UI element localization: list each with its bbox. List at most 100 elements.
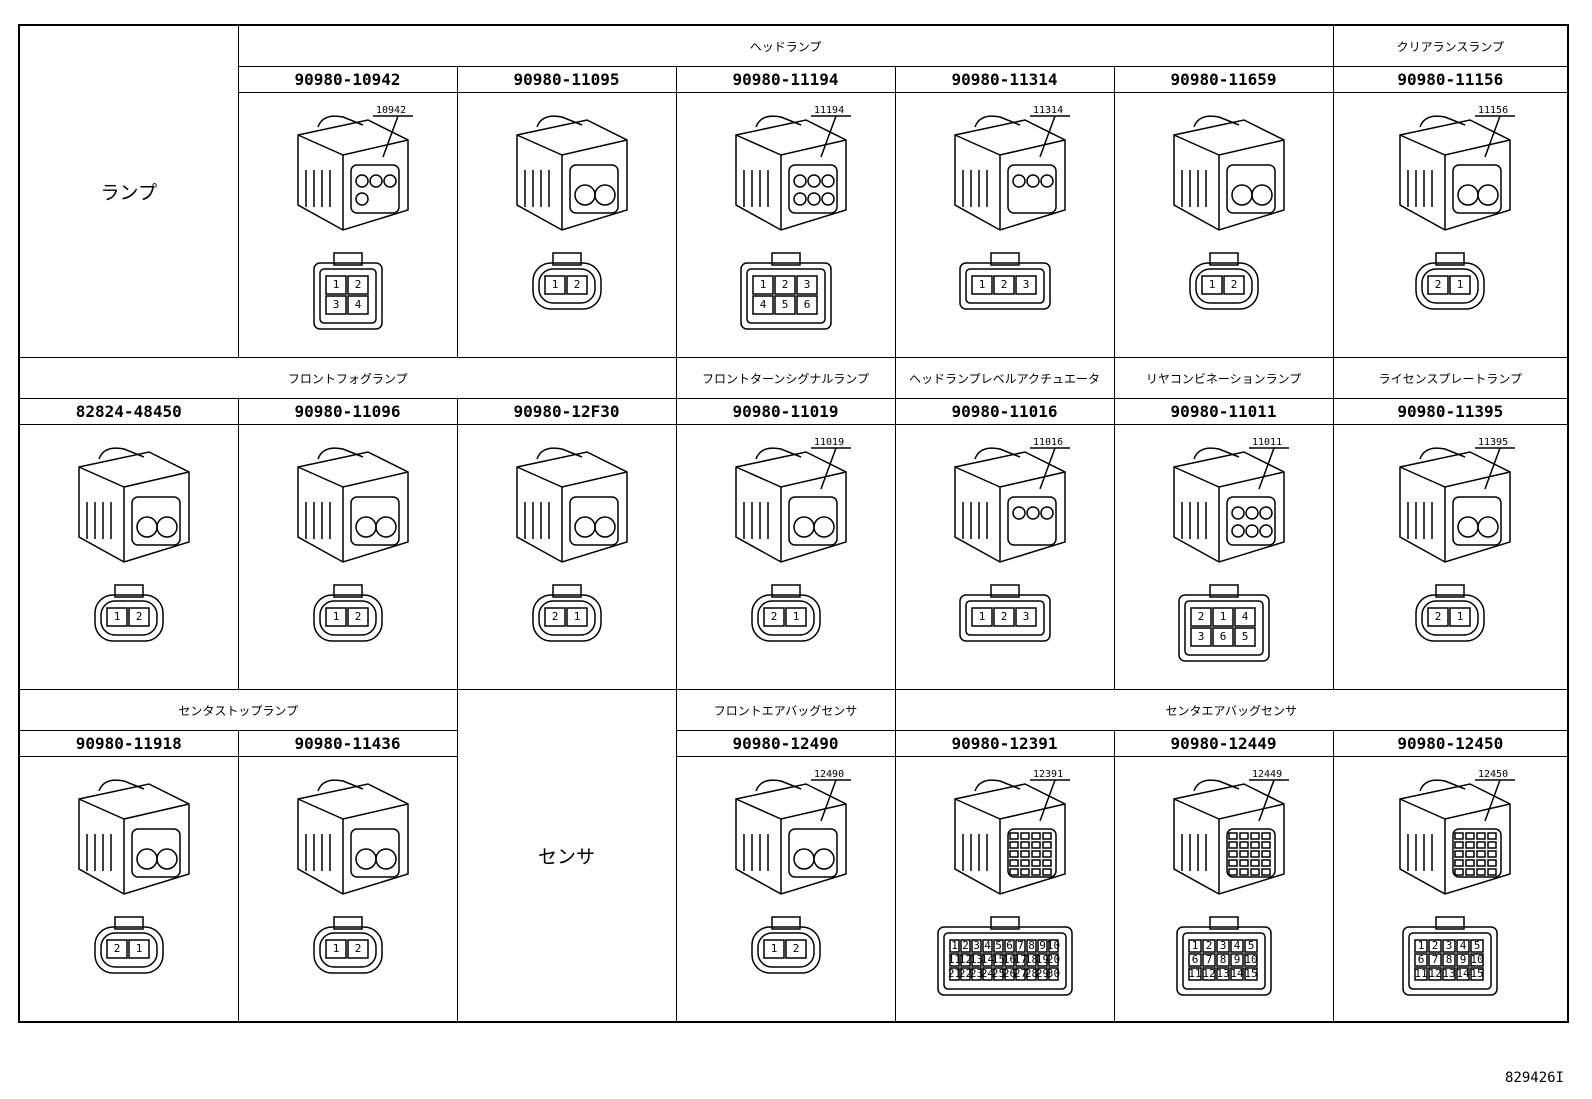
pin-number: 20 [1046,953,1059,966]
pin-cell [106,607,128,627]
pin-number: 17 [1013,953,1026,966]
group-heading: クリアランスランプ [1332,24,1569,67]
pin-number: 2 [792,942,799,955]
group-heading: ライセンスプレートランプ [1332,357,1569,399]
pin-number: 4 [1233,939,1240,952]
pin-cell [1414,939,1429,953]
pin-number: 1 [332,610,339,623]
pin-number: 14 [980,953,994,966]
pin-cell [1014,607,1037,627]
pin-cell [1243,967,1258,981]
pin-number: 6 [1219,630,1226,643]
callout-arrow [1484,115,1502,158]
callout-arrow [819,779,837,822]
callout-arrow [381,115,399,158]
group-heading: フロントフォグランプ [18,357,677,399]
callout-arrow [1257,447,1275,490]
pin-cell [751,275,774,295]
pin-number: 1 [573,610,580,623]
pin-number: 4 [759,298,766,311]
pin-number: 28 [1024,967,1037,980]
connector-body-drawing [734,115,847,231]
pin-number: 4 [354,298,361,311]
part-number: 90980-12450 [1332,730,1569,757]
pin-number: 19 [1035,953,1048,966]
pin-number: 2 [354,278,361,291]
pin-number: 3 [1022,610,1029,623]
pin-number: 18 [1024,953,1037,966]
pin-cell [948,967,960,981]
pin-number: 12 [958,953,971,966]
part-number: 90980-11194 [675,66,896,93]
callout-arrow [819,115,837,158]
pin-cell [1428,953,1443,967]
callout-arrow [1038,779,1056,822]
callout-label: 10942 [376,105,406,116]
pin-cell [959,967,971,981]
pin-number: 2 [962,939,969,952]
pin-number: 13 [1443,967,1456,980]
pin-cell [948,939,960,953]
connector-body-drawing [78,779,190,895]
pin-number: 27 [1013,967,1026,980]
part-number: 90980-11096 [237,398,458,425]
pin-cell [981,967,993,981]
connector-body-drawing [296,447,409,563]
pin-number: 3 [973,939,980,952]
pin-number: 1 [759,278,766,291]
pin-number: 3 [332,298,339,311]
connector-body-drawing [1399,447,1512,563]
pin-cell [981,939,993,953]
callout-arrow [1484,779,1502,822]
callout-label: 11019 [814,437,844,448]
pin-cell [346,275,369,295]
part-number: 90980-11156 [1332,66,1569,93]
pin-cell [773,295,796,315]
pin-number: 10 [1046,939,1059,952]
part-number: 90980-12391 [894,730,1115,757]
pin-cell [762,939,785,959]
category-lamp: ランプ [18,24,239,358]
pin-number: 1 [551,278,558,291]
pin-number: 7 [1017,939,1024,952]
pin-cell [970,953,982,967]
pin-cell [992,953,1004,967]
pin-number: 14 [1457,967,1471,980]
pin-number: 5 [995,939,1002,952]
pin-cell [1036,967,1048,981]
pin-number: 2 [1432,939,1439,952]
pin-cell [1187,939,1202,953]
pin-cell [992,607,1015,627]
pin-cell [1449,275,1472,295]
callout-label: 11395 [1478,437,1508,448]
pin-cell [1229,953,1244,967]
pin-number: 1 [951,939,958,952]
pin-cell [762,607,785,627]
pin-number: 12 [1429,967,1442,980]
pin-cell [1428,939,1443,953]
pin-cell [1047,953,1059,967]
pin-number: 6 [803,298,810,311]
pin-cell [970,275,993,295]
part-number: 90980-11011 [1113,398,1334,425]
pin-number: 3 [1446,939,1453,952]
part-number: 90980-12490 [675,730,896,757]
pin-cell [1189,627,1212,647]
pin-number: 2 [354,610,361,623]
